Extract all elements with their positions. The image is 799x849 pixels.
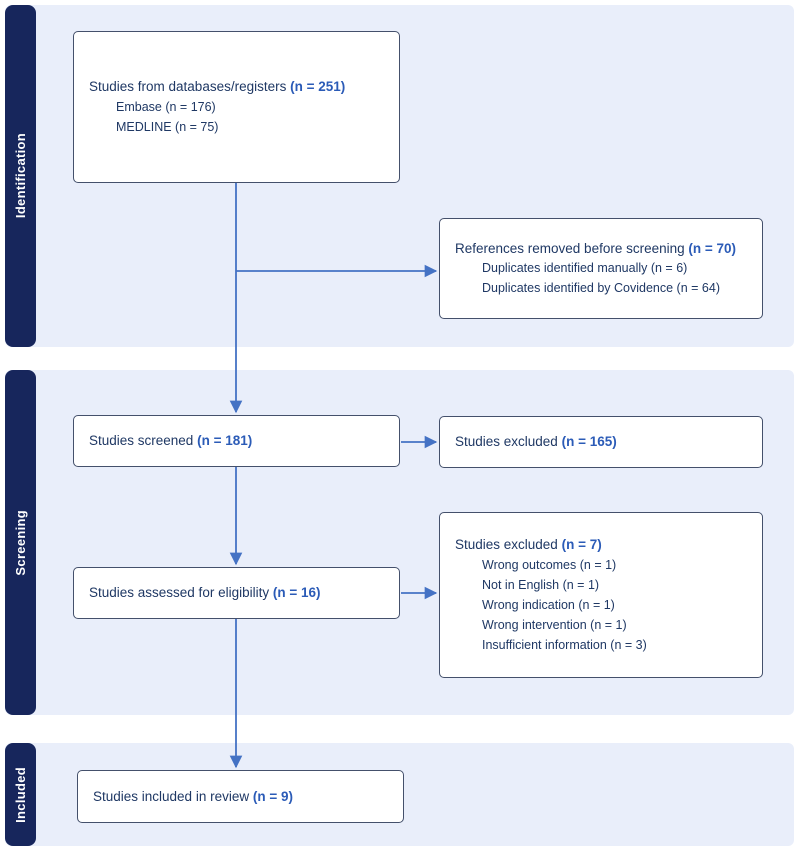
box-item-list: Wrong outcomes (n = 1) Not in English (n … xyxy=(455,555,752,655)
box-item: Insufficient information (n = 3) xyxy=(482,637,647,652)
box-item: Wrong intervention (n = 1) xyxy=(482,617,627,632)
box-item: Duplicates identified by Covidence (n = … xyxy=(482,281,720,296)
box-studies-excluded-screening: Studies excluded (n = 165) xyxy=(439,416,763,468)
box-item: MEDLINE (n = 75) xyxy=(116,119,219,134)
box-count: (n = 165) xyxy=(561,434,617,450)
box-title-text: References removed before screening xyxy=(455,240,685,256)
box-item: Duplicates identified manually (n = 6) xyxy=(482,261,688,276)
box-title: Studies excluded (n = 165) xyxy=(455,432,752,452)
box-studies-screened: Studies screened (n = 181) xyxy=(73,415,400,467)
box-item: Not in English (n = 1) xyxy=(482,577,600,592)
box-title-text: Studies assessed for eligibility xyxy=(89,585,270,601)
box-title-text: Studies included in review xyxy=(93,788,250,804)
box-studies-assessed-eligibility: Studies assessed for eligibility (n = 16… xyxy=(73,567,400,619)
box-title: Studies from databases/registers (n = 25… xyxy=(89,77,389,97)
box-count: (n = 181) xyxy=(197,433,253,449)
box-studies-from-databases: Studies from databases/registers (n = 25… xyxy=(73,31,400,183)
box-count: (n = 9) xyxy=(252,788,293,804)
stage-bar-identification: Identification xyxy=(5,5,36,347)
box-studies-excluded-eligibility: Studies excluded (n = 7) Wrong outcomes … xyxy=(439,512,763,678)
box-title-text: Studies excluded xyxy=(455,434,558,450)
box-count: (n = 16) xyxy=(272,585,321,601)
box-title: Studies assessed for eligibility (n = 16… xyxy=(89,583,389,603)
stage-label-screening: Screening xyxy=(13,509,28,576)
box-references-removed: References removed before screening (n =… xyxy=(439,218,763,319)
box-title: Studies excluded (n = 7) xyxy=(455,535,752,555)
box-title-text: Studies from databases/registers xyxy=(89,79,287,95)
box-title: Studies screened (n = 181) xyxy=(89,431,389,451)
box-studies-included: Studies included in review (n = 9) xyxy=(77,770,404,823)
stage-label-identification: Identification xyxy=(13,133,28,219)
box-item: Embase (n = 176) xyxy=(116,99,216,114)
box-count: (n = 251) xyxy=(290,79,346,95)
box-title-text: Studies excluded xyxy=(455,537,558,553)
box-item: Wrong indication (n = 1) xyxy=(482,597,615,612)
box-item-list: Embase (n = 176) MEDLINE (n = 75) xyxy=(89,97,389,137)
box-title-text: Studies screened xyxy=(89,433,194,449)
box-title: References removed before screening (n =… xyxy=(455,239,752,259)
box-item: Wrong outcomes (n = 1) xyxy=(482,557,617,572)
box-count: (n = 70) xyxy=(688,240,737,256)
box-title: Studies included in review (n = 9) xyxy=(93,787,393,807)
box-item-list: Duplicates identified manually (n = 6) Du… xyxy=(455,258,752,298)
box-count: (n = 7) xyxy=(561,537,602,553)
stage-bar-screening: Screening xyxy=(5,370,36,715)
stage-bar-included: Included xyxy=(5,743,36,846)
stage-label-included: Included xyxy=(13,766,28,823)
